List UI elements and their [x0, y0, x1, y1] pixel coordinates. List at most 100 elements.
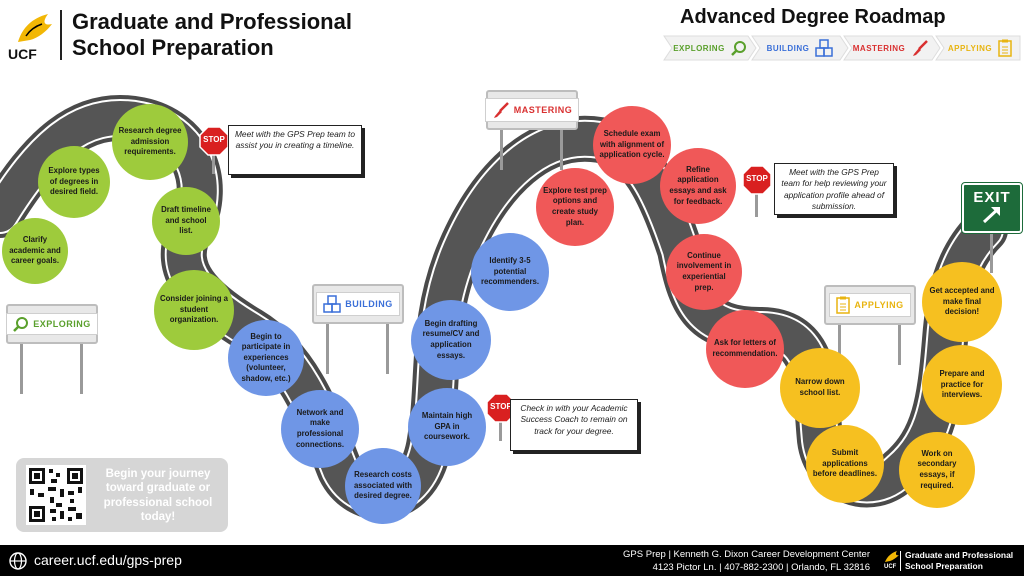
globe-icon: [9, 552, 27, 570]
note-application-review: Meet with the GPS Prep team for help rev…: [774, 163, 894, 215]
step-exploring-2: Explore types of degrees in desired fiel…: [38, 146, 110, 218]
note-success-coach: Check in with your Academic Success Coac…: [510, 399, 638, 451]
step-building-4: Maintain high GPA in coursework.: [408, 388, 486, 466]
stop-sign-1: STOP: [199, 126, 229, 174]
pegasus-icon: [18, 14, 52, 42]
roadmap-title: Advanced Degree Roadmap: [680, 6, 946, 28]
qr-cta-text: Begin your journey toward graduate or pr…: [103, 468, 213, 524]
step-building-2: Network and make professional connection…: [281, 390, 359, 468]
header-divider: [60, 10, 62, 60]
step-applying-4: Prepare and practice for interviews.: [922, 345, 1002, 425]
phase-exploring-label: EXPLORING: [673, 43, 725, 53]
footer-url[interactable]: career.ucf.edu/gps-prep: [34, 552, 182, 568]
sign-exploring-label: EXPLORING: [33, 319, 91, 329]
sign-inner: BUILDING: [316, 292, 400, 316]
arrow-up-right-icon: [982, 207, 1000, 224]
step-exploring-4: Draft timeline and school list.: [152, 187, 220, 255]
stop-octagon-icon: [742, 165, 772, 195]
ucf-logo: UCF: [8, 8, 58, 62]
footer-divider: [900, 551, 901, 571]
step-building-5: Begin drafting resume/CV and application…: [411, 300, 491, 380]
sign-post: [212, 154, 215, 174]
phase-exploring: EXPLORING: [668, 34, 752, 62]
step-applying-5: Get accepted and make final decision!: [922, 262, 1002, 342]
phase-applying: APPLYING: [938, 34, 1022, 62]
step-applying-1: Narrow down school list.: [780, 348, 860, 428]
page-title-line2: School Preparation: [72, 35, 274, 60]
sign-post: [990, 229, 993, 273]
pegasus-icon: [885, 551, 899, 562]
paintbrush-icon: [493, 102, 509, 118]
sign-applying-label: APPLYING: [854, 300, 904, 310]
clipboard-icon: [998, 39, 1012, 57]
step-applying-2: Submit applications before deadlines.: [806, 425, 884, 503]
clipboard-icon: [836, 296, 851, 314]
exit-sign: EXIT: [961, 182, 1023, 273]
stop-label: STOP: [746, 174, 768, 183]
footer-ucf-wordmark: UCF: [884, 564, 897, 570]
sign-post: [20, 340, 23, 394]
paintbrush-icon: [913, 40, 929, 56]
sign-inner: MASTERING: [484, 98, 580, 122]
footer-logo-line1: Graduate and Professional: [905, 550, 1014, 560]
sign-applying: APPLYING: [824, 285, 916, 365]
sign-board: MASTERING: [484, 90, 580, 130]
stop-octagon-icon: [199, 126, 229, 156]
sign-building-label: BUILDING: [345, 299, 393, 309]
stop-sign-3: STOP: [742, 165, 772, 217]
sign-mastering-label: MASTERING: [513, 105, 573, 115]
blocks-icon: [815, 39, 834, 57]
magnifier-icon: [13, 317, 29, 332]
ucf-wordmark: UCF: [8, 46, 37, 62]
exit-board: EXIT: [961, 182, 1023, 234]
footer-address-line1: GPS Prep | Kenneth G. Dixon Career Devel…: [623, 549, 870, 560]
stop-label: STOP: [203, 135, 225, 144]
sign-post: [326, 320, 329, 374]
sign-post: [499, 421, 502, 441]
step-exploring-5: Consider joining a student organization.: [154, 270, 234, 350]
phase-mastering: MASTERING: [846, 34, 936, 62]
sign-exploring: EXPLORING: [6, 304, 98, 394]
footer-address-line2: 4123 Pictor Ln. | 407-882-2300 | Orlando…: [652, 562, 870, 573]
step-mastering-1: Explore test prep options and create stu…: [536, 168, 614, 246]
step-exploring-1: Clarify academic and career goals.: [2, 218, 68, 284]
sign-post: [838, 321, 841, 365]
blocks-icon: [323, 295, 341, 313]
step-mastering-5: Ask for letters of recommendation.: [706, 310, 784, 388]
note-timeline: Meet with the GPS Prep team to assist yo…: [228, 125, 362, 175]
stop-octagon-icon: [486, 393, 516, 423]
sign-post: [755, 193, 758, 217]
phase-applying-label: APPLYING: [947, 43, 993, 53]
step-building-3: Research costs associated with desired d…: [345, 448, 421, 524]
footer: career.ucf.edu/gps-prep GPS Prep | Kenne…: [0, 545, 1024, 576]
exit-label: EXIT: [973, 189, 1011, 206]
sign-post: [898, 321, 901, 365]
magnifier-icon: [730, 41, 746, 56]
step-mastering-3: Refine application essays and ask for fe…: [660, 148, 736, 224]
sign-post: [500, 126, 503, 170]
sign-post: [560, 126, 563, 170]
step-exploring-3: Research degree admission requirements.: [112, 104, 188, 180]
sign-board: EXPLORING: [6, 304, 98, 344]
step-building-6: Identify 3-5 potential recommenders.: [471, 233, 549, 311]
sign-inner: EXPLORING: [6, 313, 98, 335]
step-applying-3: Work on secondary essays, if required.: [899, 432, 975, 508]
step-mastering-2: Schedule exam with alignment of applicat…: [593, 106, 671, 184]
sign-post: [386, 320, 389, 374]
footer-logo-line2: School Preparation: [905, 561, 983, 571]
phase-building: BUILDING: [756, 34, 844, 62]
phase-legend: EXPLORING BUILDING MASTERING APPLYING: [660, 34, 1022, 62]
phase-building-label: BUILDING: [766, 43, 810, 53]
sign-board: APPLYING: [824, 285, 916, 325]
phase-mastering-label: MASTERING: [852, 43, 906, 53]
stop-sign-2: STOP: [486, 393, 516, 441]
qr-cta-box: Begin your journey toward graduate or pr…: [16, 458, 228, 532]
step-mastering-4: Continue involvement in experiential pre…: [666, 234, 742, 310]
qr-code-icon[interactable]: [26, 465, 86, 525]
page-title-line1: Graduate and Professional: [72, 9, 352, 34]
sign-inner: APPLYING: [829, 293, 911, 317]
sign-board: BUILDING: [312, 284, 404, 324]
stop-label: STOP: [490, 402, 512, 411]
sign-post: [80, 340, 83, 394]
step-building-1: Begin to participate in experiences (vol…: [228, 320, 304, 396]
